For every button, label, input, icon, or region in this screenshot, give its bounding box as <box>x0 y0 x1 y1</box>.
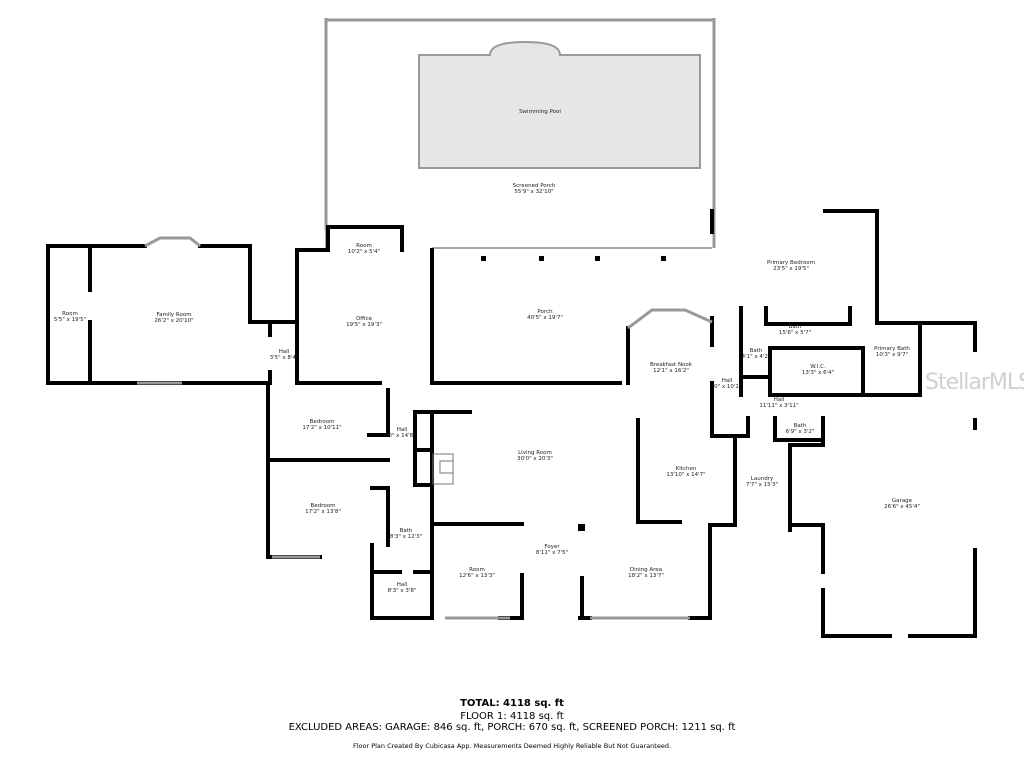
room-name: Hall <box>774 397 785 403</box>
room-label-pool: Swimming Pool <box>519 109 561 115</box>
room-dims: 12'1" x 16'2" <box>653 368 689 374</box>
room-dims: 7'7" x 15'3" <box>746 482 778 488</box>
room-dims: 40'5" x 19'7" <box>527 315 563 321</box>
floor-area: FLOOR 1: 4118 sq. ft <box>460 711 564 722</box>
room-name: Garage <box>892 498 913 504</box>
room-dims: 6'9" x 3'2" <box>786 429 815 435</box>
room-name: Hall <box>397 582 408 588</box>
room-name: Bath <box>400 528 413 534</box>
room-dims: 19'5" x 19'3" <box>346 322 382 328</box>
column <box>578 524 585 531</box>
room-dims: 8'3" x 12'3" <box>390 534 422 540</box>
room-dims: 30'0" x 20'3" <box>517 456 553 462</box>
room-dims: 17'2" x 10'11" <box>302 425 341 431</box>
credit-note: Floor Plan Created By Cubicasa App. Meas… <box>352 742 672 750</box>
room-name: Hall <box>397 427 408 433</box>
fireplace <box>432 453 454 485</box>
total-area: TOTAL: 4118 sq. ft <box>460 698 564 709</box>
room-name: Bedroom <box>310 419 335 425</box>
room-dims: 18'2" x 13'7" <box>628 573 664 579</box>
room-dims: 15'6" x 5'7" <box>779 330 811 336</box>
room-dims: 8'11" x 7'5" <box>536 550 568 556</box>
room-name: Bath <box>794 423 807 429</box>
porch-pillars <box>481 256 666 261</box>
room-dims: 4'1" x 4'2" <box>742 354 771 360</box>
room-name: Foyer <box>544 544 560 550</box>
room-name: Dining Area <box>630 567 662 573</box>
room-label-hall-b: Hall'0" x 10'1" <box>713 378 742 390</box>
room-name: Bath <box>750 348 763 354</box>
room-dims: 11'11" x 3'11" <box>759 403 798 409</box>
room-label-wic: W.I.C.13'3" x 6'4" <box>802 364 834 376</box>
room-dims: 13'10" x 14'7" <box>666 472 705 478</box>
room-dims: '0" x 10'1" <box>713 384 742 390</box>
room-name: Living Room <box>518 450 552 456</box>
room-name: Primary Bath <box>874 346 910 352</box>
room-dims: 10'2" x 5'4" <box>348 249 380 255</box>
room-name: Primary Bedroom <box>767 260 815 266</box>
room-name: Laundry <box>751 476 774 482</box>
room-dims: 10'3" x 9'7" <box>876 352 908 358</box>
swimming-pool <box>418 40 701 169</box>
excluded-areas: EXCLUDED AREAS: GARAGE: 846 sq. ft, PORC… <box>288 722 736 733</box>
room-name: Hall <box>279 349 290 355</box>
room-dims: 5'5" x 19'5" <box>54 317 86 323</box>
room-dims: 12'6" x 13'3" <box>459 573 495 579</box>
room-name: Hall <box>722 378 733 384</box>
room-dims: 8'3" x 3'8" <box>388 588 417 594</box>
room-dims: 0" x 14'8" <box>388 433 415 439</box>
room-name: Bedroom <box>311 503 336 509</box>
room-name: Porch <box>537 309 553 315</box>
watermark: StellarMLS <box>925 370 1024 395</box>
room-name: Office <box>356 316 373 322</box>
room-name: Swimming Pool <box>519 109 561 115</box>
room-dims: 26'6" x 45'4" <box>884 504 920 510</box>
room-name: Kitchen <box>676 466 697 472</box>
room-dims: 55'9" x 32'10" <box>514 189 553 195</box>
room-dims: 13'3" x 6'4" <box>802 370 834 376</box>
room-dims: 23'5" x 19'5" <box>773 266 809 272</box>
room-name: Bath <box>789 324 802 330</box>
room-name: Screened Porch <box>513 183 556 189</box>
room-name: Breakfast Nook <box>650 362 693 368</box>
room-dims: 26'2" x 20'10" <box>154 318 193 324</box>
room-name: Room <box>356 243 372 249</box>
room-name: Family Room <box>156 312 191 318</box>
bay-windows <box>137 236 713 620</box>
room-dims: 3'5" x 8'4" <box>270 355 299 361</box>
room-name: Room <box>469 567 485 573</box>
walls <box>46 209 977 638</box>
room-dims: 17'2" x 13'8" <box>305 509 341 515</box>
room-name: W.I.C. <box>810 364 826 370</box>
room-name: Room <box>62 311 78 317</box>
